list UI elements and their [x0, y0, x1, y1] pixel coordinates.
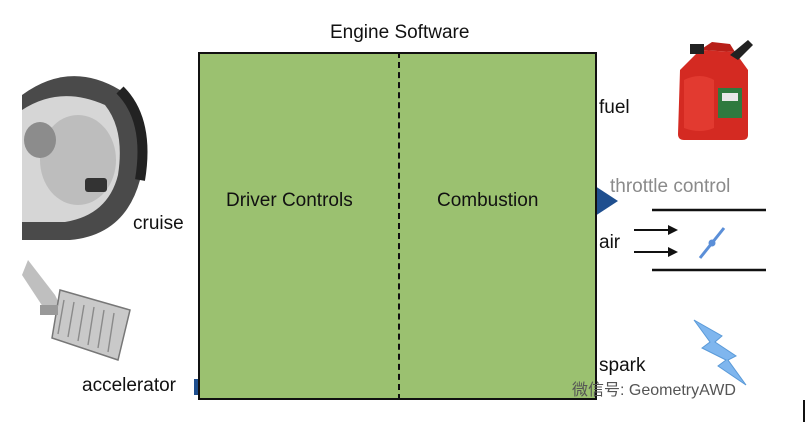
spark-label: spark [599, 355, 646, 376]
air-duct-icon [652, 208, 766, 272]
text-cursor [803, 400, 805, 422]
fuel-label: fuel [599, 97, 630, 118]
throttle-control-label: throttle control [610, 176, 731, 197]
watermark-text: 微信号: GeometryAWD [572, 382, 736, 399]
steering-wheel-icon [22, 50, 148, 245]
driver-controls-label: Driver Controls [226, 190, 353, 211]
accelerator-label: accelerator [82, 375, 176, 396]
accelerator-pedal-icon [22, 260, 131, 361]
throttle-valve-icon [698, 227, 726, 259]
air-label: air [599, 232, 621, 253]
spark-bolt-icon [693, 319, 747, 386]
engine-software-panel [198, 52, 597, 400]
air-flow-arrows [634, 225, 678, 257]
panel-divider [398, 52, 400, 400]
fuel-can-icon [678, 40, 753, 140]
cruise-label: cruise [133, 213, 184, 234]
diagram-title: Engine Software [330, 22, 470, 43]
combustion-label: Combustion [437, 190, 539, 211]
